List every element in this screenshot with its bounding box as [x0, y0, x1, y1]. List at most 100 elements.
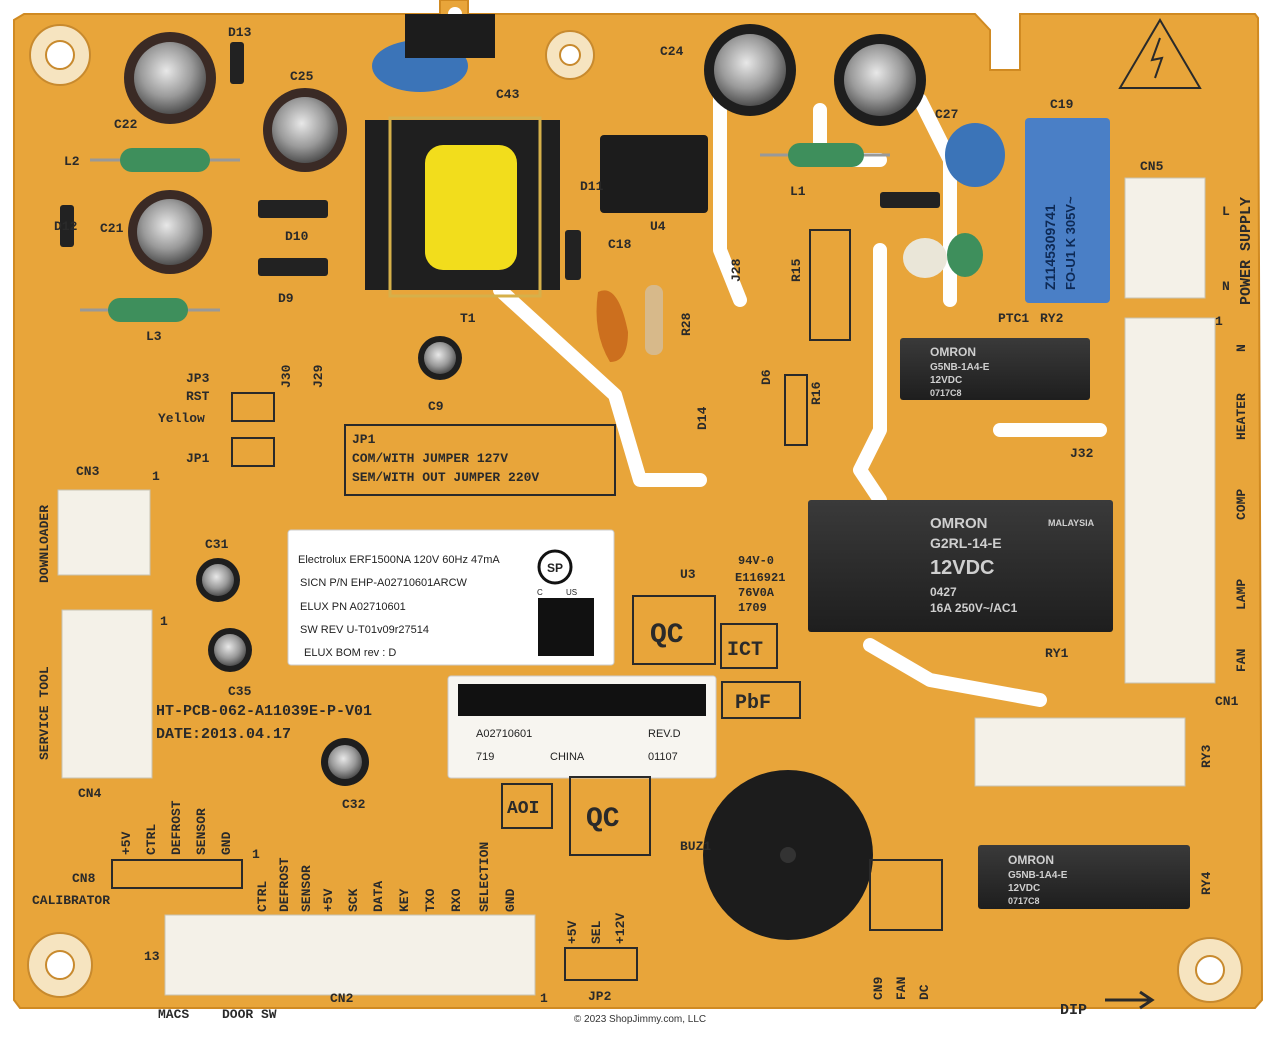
ul-date: 1709	[738, 601, 767, 615]
relay-ry2	[900, 338, 1090, 400]
cn8-label-sensor: SENSOR	[194, 808, 209, 855]
label-ry3: RY3	[1199, 744, 1214, 768]
label-d14: D14	[695, 406, 710, 430]
resistor-r16-outline	[784, 374, 808, 446]
label-l1: L1	[790, 184, 806, 199]
cn8-label-gnd: GND	[219, 831, 234, 855]
sticker-line2: SICN P/N EHP-A02710601ARCW	[300, 577, 468, 589]
label-cn5: CN5	[1140, 159, 1164, 174]
relay-ry1	[808, 500, 1113, 632]
label-c19: C19	[1050, 97, 1074, 112]
connector-cn1	[1124, 317, 1216, 684]
csa-c: C	[537, 588, 543, 597]
jp2-label-12v: +12V	[613, 913, 628, 944]
warning-lightning-icon	[1150, 37, 1164, 79]
label-u4: U4	[650, 219, 666, 234]
cn8-label-defrost: DEFROST	[169, 800, 184, 855]
ry2-brand: OMRON	[930, 345, 976, 359]
x2-capacitor	[1025, 118, 1110, 303]
cn2-label-gnd: GND	[503, 888, 518, 912]
label-d9: D9	[278, 291, 294, 306]
label-dip: DIP	[1060, 1002, 1087, 1019]
label-c35: C35	[228, 684, 252, 699]
sticker-line4: SW REV U-T01v09r27514	[300, 624, 429, 636]
power-supply-l: L	[1222, 204, 1230, 219]
jp1-line1: COM/WITH JUMPER 127V	[352, 451, 508, 466]
ry1-rating: 16A 250V~/AC1	[930, 601, 1018, 615]
barcode-rev: REV.D	[648, 728, 681, 740]
label-t1: T1	[460, 311, 476, 326]
label-ry2: RY2	[1040, 311, 1064, 326]
label-r15: R15	[789, 258, 804, 282]
label-macs: MACS	[158, 1007, 189, 1022]
jp2-label-5v: +5V	[565, 920, 580, 944]
connector-cn2	[164, 914, 536, 996]
qr-code	[538, 598, 594, 656]
label-ry1: RY1	[1045, 646, 1069, 661]
cn2-label-txo: TXO	[423, 888, 438, 912]
label-c31: C31	[205, 537, 229, 552]
label-c25: C25	[290, 69, 314, 84]
label-j29: J29	[311, 364, 326, 388]
label-j28: J28	[729, 258, 744, 282]
cn2-label-selection: SELECTION	[477, 842, 492, 912]
barcode-part: A02710601	[476, 728, 532, 740]
ic-top	[405, 14, 495, 58]
cn2-label-defrost: DEFROST	[277, 857, 292, 912]
label-calibrator: CALIBRATOR	[32, 893, 110, 908]
ry1-brand: OMRON	[930, 515, 988, 532]
barcode-stripes	[458, 684, 706, 716]
silk-boxes	[111, 18, 1202, 981]
barcode-code: 719	[476, 751, 494, 763]
cn1-label-heater: HEATER	[1234, 393, 1249, 440]
ul-code: 76V0A	[738, 586, 775, 600]
aoi-mark: AOI	[507, 799, 539, 819]
label-yellow: Yellow	[158, 411, 205, 426]
capacitor-c9	[418, 336, 462, 380]
cn2-label-sck: SCK	[346, 888, 361, 912]
capacitor-c27	[834, 34, 926, 126]
resistor-r15-outline	[809, 229, 851, 341]
barcode-lot: 01107	[648, 751, 678, 763]
power-supply-title: POWER SUPPLY	[1238, 197, 1255, 305]
label-ry4: RY4	[1199, 871, 1214, 895]
capacitor-c31	[196, 558, 240, 602]
cn8-label-ctrl: CTRL	[144, 824, 159, 855]
ptc1	[903, 238, 947, 278]
copyright-text: © 2023 ShopJimmy.com, LLC	[573, 1014, 707, 1025]
jp2-label-sel: SEL	[589, 920, 604, 944]
label-r16: R16	[809, 381, 824, 405]
cn1-pin1: 1	[1215, 314, 1223, 329]
cn2-label-rxo: RXO	[449, 888, 464, 912]
inductor-l1	[760, 143, 890, 167]
label-ptc1: PTC1	[998, 311, 1029, 326]
cn2-pin13: 13	[144, 949, 160, 964]
relay-ry3	[974, 717, 1186, 787]
label-c24: C24	[660, 44, 684, 59]
cn1-label-comp: COMP	[1234, 489, 1249, 520]
mounting-holes	[27, 24, 1243, 1003]
inductor-green	[947, 233, 983, 277]
cn2-label-key: KEY	[397, 888, 412, 912]
label-c18: C18	[608, 237, 632, 252]
barcode-country: CHINA	[550, 751, 585, 763]
csa-mark: SP	[547, 561, 563, 575]
connector-cn4	[61, 609, 153, 779]
ry4-model: G5NB-1A4-E	[1008, 870, 1068, 881]
label-c9: C9	[428, 399, 444, 414]
capacitor-c25	[263, 88, 347, 172]
capacitor-c22	[124, 32, 216, 124]
x2-spec: FO-U1 K 305V~	[1063, 196, 1078, 290]
cn2-label-data: DATA	[371, 881, 386, 912]
label-j32: J32	[1070, 446, 1094, 461]
connector-cn5	[1124, 177, 1206, 299]
label-l3: L3	[146, 329, 162, 344]
ic-u4	[600, 135, 708, 213]
csa-us: US	[566, 588, 577, 597]
label-c22: C22	[114, 117, 138, 132]
label-r28: R28	[679, 312, 694, 336]
cn8-label-5v: +5V	[119, 831, 134, 855]
label-jp1: JP1	[186, 451, 210, 466]
ry2-model: G5NB-1A4-E	[930, 362, 990, 373]
